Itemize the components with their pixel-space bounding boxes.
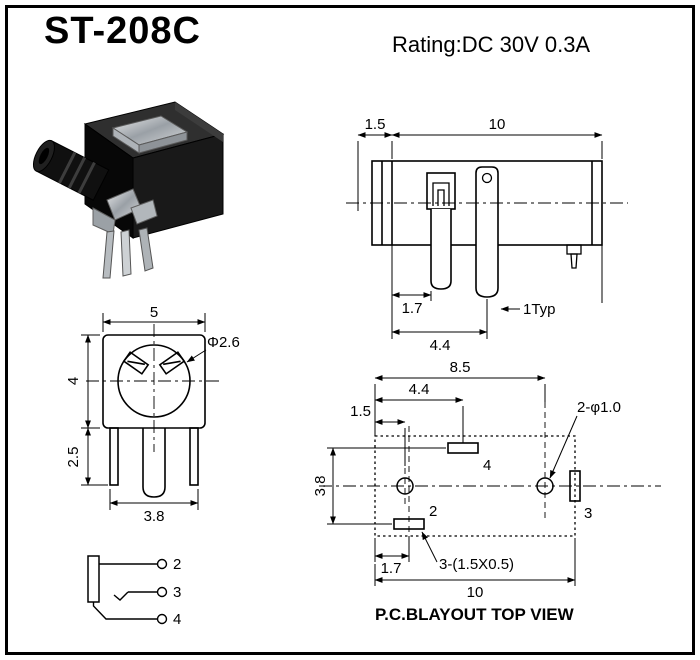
- front-center-pin: [142, 428, 166, 498]
- front-slot-right: [158, 351, 186, 375]
- pcb-caption: P.C.BLAYOUT TOP VIEW: [375, 605, 575, 624]
- side-dim-front-label: 1.5: [365, 116, 386, 133]
- pcb-dim-pad4-offset-label: 4.4: [409, 381, 430, 398]
- side-dim-front: 1.5: [357, 116, 393, 211]
- side-dim-width: 10: [391, 116, 603, 159]
- front-slot-left: [122, 351, 150, 375]
- pcb-pad4: [447, 442, 479, 454]
- schematic-pin3-label: 3: [173, 584, 181, 601]
- schematic-pin2-terminal: [156, 558, 168, 570]
- front-dim-pin-length-label: 2.5: [65, 447, 82, 468]
- pcb-dim-pad2-offset: 1.7: [374, 536, 410, 577]
- front-dim-pin-span: 3.8: [109, 489, 199, 525]
- front-dim-height: 4: [65, 334, 100, 429]
- pcb-holes-label: 2-φ1.0: [577, 399, 621, 416]
- connector-legs: [102, 227, 154, 279]
- front-dim-height-label: 4: [65, 377, 82, 385]
- schematic-pin3-terminal: [156, 586, 168, 598]
- pcb-dim-row-span-label: 3.8: [312, 476, 329, 497]
- schematic-pin4-terminal: [156, 613, 168, 625]
- schematic-pin2-label: 2: [173, 556, 181, 573]
- pcb-layout-view: 4 2 3 8.5 4.4 1.5 2-φ1.0 3.8: [312, 359, 661, 624]
- front-hole-callout: Φ2.6: [186, 334, 240, 363]
- part-number-title: ST-208C: [44, 10, 201, 52]
- pcb-pad2-label: 2: [429, 503, 437, 520]
- pcb-hole-left: [396, 468, 414, 506]
- pcb-pad2: [393, 518, 425, 530]
- side-dim-pin2: 4.4: [391, 299, 488, 354]
- side-dim-width-label: 10: [489, 116, 506, 133]
- pcb-pad3: [569, 470, 581, 502]
- front-dim-width: 5: [102, 304, 206, 332]
- rating-text: Rating:DC 30V 0.3A: [392, 32, 591, 57]
- pcb-dim-row-span: 3.8: [312, 447, 446, 525]
- side-pin2: [475, 166, 499, 298]
- pcb-hole-right: [536, 402, 554, 518]
- pcb-dim-hole-offset-label: 1.5: [350, 403, 371, 420]
- side-pin-width-label: 1Typ: [523, 301, 556, 318]
- jack-barrel: [32, 139, 110, 201]
- connector-body: [83, 101, 225, 239]
- front-view: 5 4 2.5 3.8 Φ2.6: [65, 304, 240, 525]
- pcb-dim-pad4-offset: 4.4: [374, 381, 464, 443]
- pcb-dim-hole-span: 8.5: [374, 359, 546, 436]
- side-dim-pin1-label: 1.7: [402, 300, 423, 317]
- front-dim-width-label: 5: [150, 304, 158, 321]
- pcb-holes-callout: 2-φ1.0: [549, 399, 621, 479]
- pcb-dim-hole-offset: 1.5: [350, 403, 406, 466]
- pcb-dim-width-label: 10: [467, 584, 484, 601]
- side-dim-pin2-label: 4.4: [430, 337, 451, 354]
- front-centerlines: [86, 324, 222, 452]
- schematic-tip-spring: [92, 602, 157, 620]
- pcb-pad3-label: 3: [584, 505, 592, 522]
- front-hole-label: Φ2.6: [207, 334, 240, 351]
- side-dim-pin1: 1.7: [391, 245, 432, 339]
- side-pin-width-callout: 1Typ: [500, 301, 556, 318]
- schematic-symbol: [87, 555, 168, 625]
- front-leg-right: [189, 427, 199, 486]
- side-view: 1.5 10 1.7 4.4 1Typ: [346, 116, 628, 354]
- schematic-pin4-label: 4: [173, 611, 181, 628]
- pcb-dim-pad2-offset-label: 1.7: [381, 560, 402, 577]
- front-leg-left: [109, 427, 119, 486]
- connector-3d-view: [32, 101, 225, 279]
- front-dim-pin-length: 2.5: [65, 427, 108, 486]
- side-mount-peg: [566, 244, 582, 269]
- pcb-dim-width: 10: [374, 538, 576, 601]
- metal-clip: [111, 115, 189, 154]
- schematic-switch-contact: [113, 591, 129, 601]
- pcb-slots-label: 3-(1.5X0.5): [439, 556, 514, 573]
- schematic: 2 3 4: [87, 555, 181, 628]
- front-dim-pin-span-label: 3.8: [144, 508, 165, 525]
- pcb-dim-hole-span-label: 8.5: [450, 359, 471, 376]
- pcb-slots-callout: 3-(1.5X0.5): [421, 531, 514, 573]
- side-contact-window: [426, 172, 456, 210]
- side-pin1: [430, 209, 452, 290]
- schematic-sleeve-bar: [87, 555, 100, 603]
- pcb-pad4-label: 4: [483, 457, 491, 474]
- metal-contacts: [92, 188, 158, 235]
